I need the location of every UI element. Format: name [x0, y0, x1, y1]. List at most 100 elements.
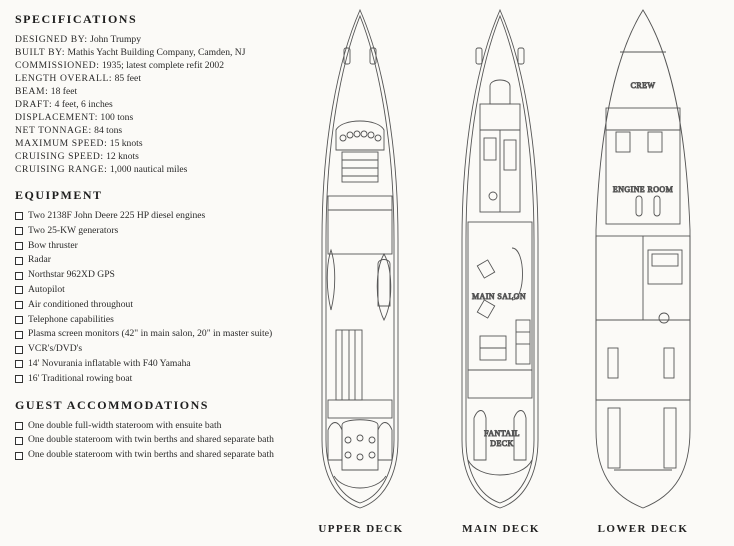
checkbox-icon: [15, 271, 23, 280]
spec-label: CRUISING RANGE:: [15, 164, 108, 175]
equipment-item-text: Two 2138F John Deere 225 HP diesel engin…: [28, 210, 206, 221]
equipment-item: Bow thruster: [15, 239, 305, 254]
checkbox-icon: [15, 301, 23, 310]
engine-room-label: ENGINE ROOM: [613, 185, 673, 194]
spec-label: COMMISSIONED:: [15, 60, 100, 71]
equipment-section: EQUIPMENT Two 2138F John Deere 225 HP di…: [15, 188, 305, 387]
checkbox-icon: [15, 436, 23, 445]
spec-value: Mathis Yacht Building Company, Camden, N…: [67, 47, 246, 58]
equipment-item: Radar: [15, 253, 305, 268]
spec-label: DESIGNED BY:: [15, 34, 88, 45]
checkbox-icon: [15, 227, 23, 236]
equipment-item-text: VCR's/DVD's: [28, 343, 83, 355]
equipment-item: 14' Novurania inflatable with F40 Yamaha: [15, 357, 305, 372]
guest-accommodation-item-text: One double stateroom with twin berths an…: [28, 449, 274, 461]
checkbox-icon: [15, 315, 23, 324]
checkbox-icon: [15, 256, 23, 265]
spec-value: 1935; latest complete refit 2002: [101, 60, 224, 71]
spec-line: MAXIMUM SPEED: 15 knots: [15, 137, 305, 150]
spec-label: BEAM:: [15, 86, 49, 97]
spec-value: 12 knots: [106, 151, 139, 162]
equipment-item-text: Two 25-KW generators: [28, 224, 119, 236]
equipment-item: VCR's/DVD's: [15, 342, 305, 357]
spec-value: 85 feet: [114, 73, 141, 84]
spec-value: 4 feet, 6 inches: [54, 99, 113, 110]
checkbox-icon: [15, 375, 23, 384]
spec-line: BEAM: 18 feet: [15, 85, 305, 98]
equipment-item-text: 14' Novurania inflatable with F40 Yamaha: [28, 357, 191, 369]
spec-line: BUILT BY: Mathis Yacht Building Company,…: [15, 46, 305, 59]
lower-deck-hull: [595, 9, 691, 509]
spec-value: 84 tons: [94, 125, 123, 136]
equipment-item-text: Bow thruster: [28, 239, 78, 251]
checkbox-icon: [15, 345, 23, 354]
spec-line: COMMISSIONED: 1935; latest complete refi…: [15, 59, 305, 72]
checkbox-icon: [15, 360, 23, 369]
spec-label: CRUISING SPEED:: [15, 151, 104, 162]
spec-line: LENGTH OVERALL: 85 feet: [15, 72, 305, 85]
upper-deck-title: UPPER DECK: [318, 523, 404, 535]
spec-label: MAXIMUM SPEED:: [15, 138, 108, 149]
guest-accommodation-item: One double full-width stateroom with ens…: [15, 419, 305, 434]
equipment-item-text: Air conditioned throughout: [28, 298, 133, 310]
fantail-label-line2: DECK: [490, 439, 513, 448]
spec-value: 18 feet: [50, 86, 78, 97]
fantail-label-line1: FANTAIL: [484, 429, 520, 438]
spec-line: DISPLACEMENT: 100 tons: [15, 111, 305, 124]
guest-accommodation-item-text: One double full-width stateroom with ens…: [28, 419, 222, 431]
equipment-item: Air conditioned throughout: [15, 298, 305, 313]
guest-accommodation-item-text: One double stateroom with twin berths an…: [28, 434, 274, 446]
equipment-item-text: Northstar 962XD GPS: [28, 269, 115, 281]
spec-line: CRUISING RANGE: 1,000 nautical miles: [15, 163, 305, 176]
tender-boat-left: [326, 248, 336, 311]
spec-value: 15 knots: [109, 138, 143, 149]
equipment-item: Telephone capabilities: [15, 313, 305, 328]
equipment-item: Two 25-KW generators: [15, 224, 305, 239]
equipment-item-text: Telephone capabilities: [28, 313, 114, 325]
upper-deck-hull: [321, 8, 399, 509]
equipment-item-text: 16' Traditional rowing boat: [28, 372, 133, 384]
checkbox-icon: [15, 241, 23, 250]
spec-line: CRUISING SPEED: 12 knots: [15, 150, 305, 163]
checkbox-icon: [15, 286, 23, 295]
lower-deck-plan: CREW ENGINE ROOM: [595, 9, 691, 509]
guest-accommodation-item: One double stateroom with twin berths an…: [15, 433, 305, 448]
equipment-item: 16' Traditional rowing boat: [15, 372, 305, 387]
checkbox-icon: [15, 451, 23, 460]
guest-accommodations-section: GUEST ACCOMMODATIONS One double full-wid…: [15, 398, 305, 463]
equipment-item: Plasma screen monitors (42" in main salo…: [15, 327, 305, 342]
spec-line: NET TONNAGE: 84 tons: [15, 124, 305, 137]
specifications-title: SPECIFICATIONS: [15, 12, 138, 26]
spec-value: John Trumpy: [90, 34, 142, 45]
lower-deck-title: LOWER DECK: [597, 523, 689, 535]
equipment-item: Northstar 962XD GPS: [15, 268, 305, 283]
spec-label: DISPLACEMENT:: [15, 112, 99, 123]
spec-label: BUILT BY:: [15, 47, 66, 58]
guest-accommodation-item: One double stateroom with twin berths an…: [15, 448, 305, 463]
crew-label: CREW: [631, 81, 656, 90]
equipment-item-text: Radar: [28, 254, 51, 266]
equipment-item-text: Plasma screen monitors (42" in main salo…: [28, 328, 273, 340]
spec-value: 100 tons: [100, 112, 134, 123]
spec-label: LENGTH OVERALL:: [15, 73, 113, 84]
spec-label: DRAFT:: [15, 99, 53, 110]
main-deck-title: MAIN DECK: [462, 523, 540, 535]
guest-accommodations-list: One double full-width stateroom with ens…: [15, 419, 305, 463]
spec-value: 1,000 nautical miles: [109, 164, 188, 175]
equipment-item: Two 2138F John Deere 225 HP diesel engin…: [15, 209, 305, 224]
main-deck-plan: MAIN SALON FANTAIL DECK: [461, 8, 539, 509]
checkbox-icon: [15, 212, 23, 221]
equipment-item: Autopilot: [15, 283, 305, 298]
equipment-title: EQUIPMENT: [15, 188, 103, 202]
guest-accommodations-title: GUEST ACCOMMODATIONS: [15, 397, 209, 412]
spec-line: DRAFT: 4 feet, 6 inches: [15, 98, 305, 111]
checkbox-icon: [15, 421, 23, 430]
equipment-item-text: Autopilot: [28, 283, 65, 295]
main-salon-label: MAIN SALON: [472, 292, 526, 301]
upper-deck-plan: [321, 8, 399, 509]
main-deck-hull: [461, 8, 539, 509]
equipment-list: Two 2138F John Deere 225 HP diesel engin…: [15, 209, 305, 387]
